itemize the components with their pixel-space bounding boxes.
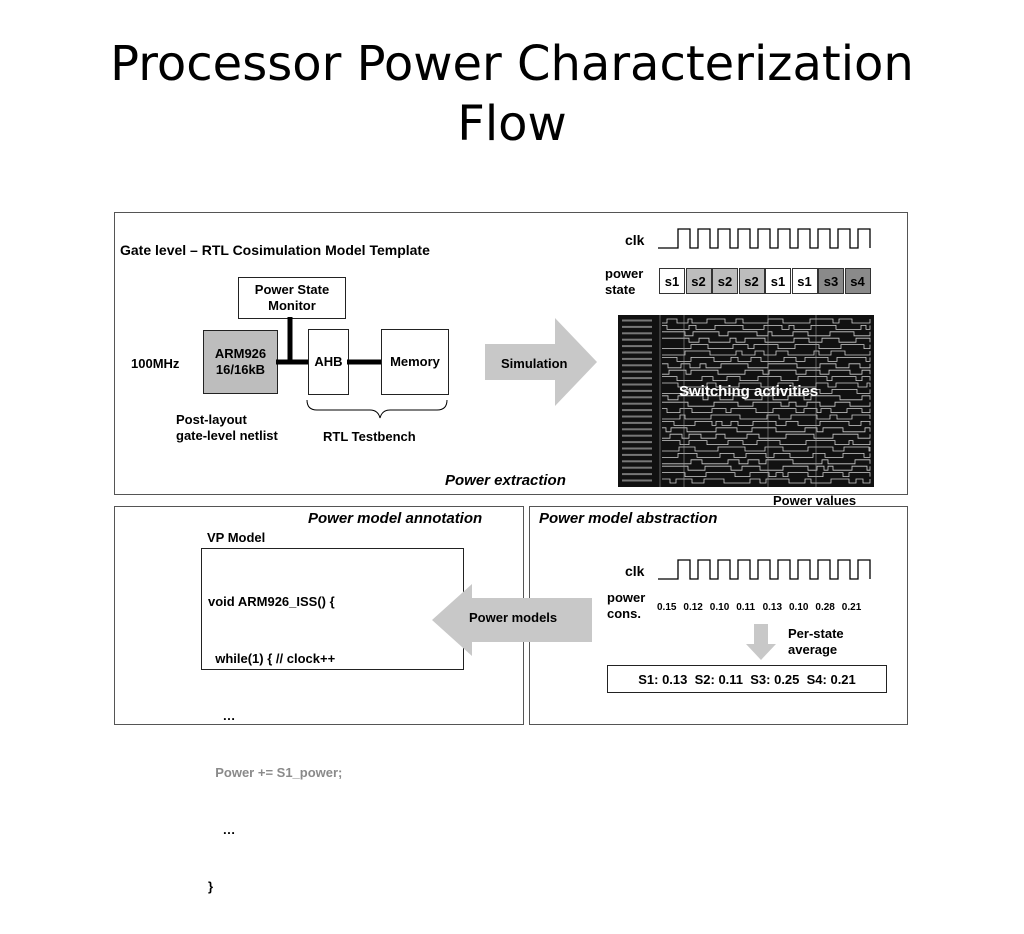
code-line-3: … <box>208 708 236 723</box>
ahb-label: AHB <box>314 354 343 369</box>
power-state-cell: s3 <box>818 268 844 294</box>
state-averages-text: S1: 0.13 S2: 0.11 S3: 0.25 S4: 0.21 <box>638 671 856 687</box>
top-connectors <box>276 317 448 419</box>
cosim-heading: Gate level – RTL Cosimulation Model Temp… <box>120 242 430 258</box>
per-state-line-2: average <box>788 642 838 657</box>
power-consumption-value: 0.10 <box>789 602 809 613</box>
power-models-label: Power models <box>469 610 558 625</box>
post-layout-line-2: gate-level netlist <box>176 428 278 443</box>
per-state-arrow <box>746 624 776 660</box>
clock-frequency-label: 100MHz <box>131 356 180 371</box>
vp-model-code-box: void ARM926_ISS() { while(1) { // clock+… <box>201 548 464 894</box>
per-state-line-1: Per-state <box>788 626 844 641</box>
power-consumption-value: 0.11 <box>736 602 756 613</box>
clock-waveform-bottom <box>658 559 871 580</box>
code-line-4: Power += S1_power; <box>208 765 343 780</box>
power-state-cell: s2 <box>712 268 738 294</box>
memory-box: Memory <box>381 329 449 395</box>
simulation-arrow <box>485 318 597 406</box>
power-consumption-value: 0.28 <box>815 602 835 613</box>
psm-line-1: Power State <box>254 282 330 297</box>
power-values-label: Power values <box>773 493 857 508</box>
switching-activities-label: Switching activities <box>679 383 819 400</box>
power-state-cell: s1 <box>659 268 685 294</box>
page-title: Processor Power Characterization Flow <box>0 34 1024 154</box>
power-consumption-value: 0.12 <box>683 602 703 613</box>
power-state-cell: s1 <box>791 268 818 294</box>
power-consumption-value: 0.13 <box>762 602 783 613</box>
power-models-arrow <box>432 584 592 656</box>
post-layout-line-1: Post-layout <box>176 412 247 427</box>
power-consumption-value: 0.10 <box>709 602 730 613</box>
arm-line-2: 16/16kB <box>215 362 266 377</box>
power-cons-line-1: power <box>607 590 646 605</box>
switching-activity-waveforms <box>618 315 874 487</box>
ahb-box: AHB <box>308 329 349 395</box>
arm-line-1: ARM926 <box>214 346 267 361</box>
vp-model-label: VP Model <box>207 530 266 545</box>
code-line-1: void ARM926_ISS() { <box>208 594 335 609</box>
clock-waveform-top <box>658 228 871 249</box>
power-state-cell: s1 <box>765 268 791 294</box>
title-line-2: Flow <box>457 96 567 152</box>
power-state-line-2: state <box>605 282 636 297</box>
code-line-5: … <box>208 822 236 837</box>
abstraction-heading: Power model abstraction <box>539 510 718 527</box>
power-consumption-value: 0.21 <box>841 602 862 613</box>
annotation-heading: Power model annotation <box>308 510 483 527</box>
memory-label: Memory <box>390 354 440 369</box>
psm-line-2: Monitor <box>268 298 316 313</box>
power-state-line-1: power <box>605 266 644 281</box>
title-line-1: Processor Power Characterization <box>110 36 914 92</box>
clk-label-top: clk <box>625 232 645 248</box>
power-extraction-label: Power extraction <box>445 472 566 489</box>
power-consumption-value: 0.15 <box>657 602 677 613</box>
power-state-cell: s2 <box>685 268 712 294</box>
state-averages-box: S1: 0.13 S2: 0.11 S3: 0.25 S4: 0.21 <box>607 665 887 693</box>
simulation-label: Simulation <box>501 356 568 371</box>
code-line-2: while(1) { // clock++ <box>208 651 336 666</box>
power-state-cell: s2 <box>738 268 765 294</box>
clk-label-bottom: clk <box>625 563 645 579</box>
code-line-6: } <box>208 879 214 894</box>
power-cons-line-2: cons. <box>607 606 641 621</box>
power-state-cell: s4 <box>844 268 871 294</box>
rtl-testbench-label: RTL Testbench <box>323 429 416 444</box>
